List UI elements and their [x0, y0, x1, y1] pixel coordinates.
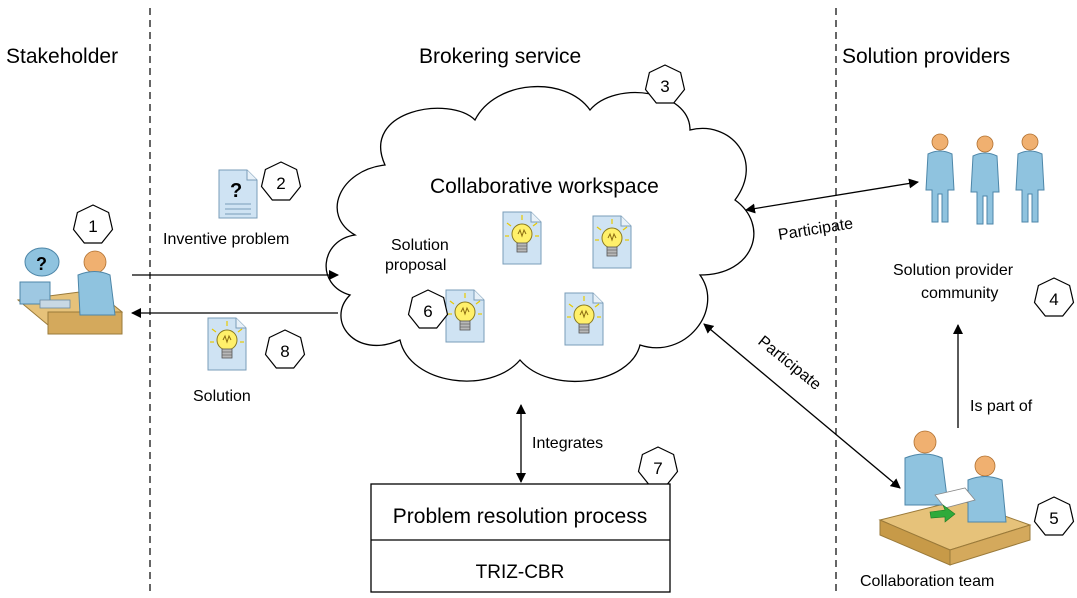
- integrates-label: Integrates: [532, 435, 603, 452]
- lane-heading-brokering: Brokering service: [419, 45, 581, 68]
- cloud-title: Collaborative workspace: [430, 175, 659, 198]
- step-badge-2: 2: [260, 161, 302, 201]
- arrow-participate-team: [703, 323, 901, 489]
- svg-text:?: ?: [230, 180, 242, 202]
- step-badge-5: 5: [1033, 496, 1075, 536]
- svg-text:6: 6: [423, 302, 432, 321]
- community-label-1: Solution provider: [893, 262, 1014, 279]
- stakeholder-icon: ?: [16, 247, 124, 335]
- svg-text:7: 7: [653, 459, 662, 478]
- step-badge-6: 6: [407, 289, 449, 329]
- svg-text:4: 4: [1049, 290, 1058, 309]
- solution-bulb-icon: [592, 215, 632, 269]
- collaboration-team-label: Collaboration team: [860, 573, 994, 590]
- solution-document-icon: [207, 317, 247, 371]
- svg-text:5: 5: [1049, 509, 1058, 528]
- solution-bulb-icon: [445, 289, 485, 343]
- solution-proposal-label-1: Solution: [391, 237, 449, 254]
- inventive-problem-label: Inventive problem: [163, 231, 289, 248]
- arrow-participate-community: [745, 178, 919, 214]
- step-badge-4: 4: [1033, 277, 1075, 317]
- lane-heading-providers: Solution providers: [842, 45, 1010, 68]
- collaboration-team-icon: [878, 430, 1032, 566]
- problem-document-icon: ?: [218, 169, 258, 219]
- solution-proposal-label-2: proposal: [385, 257, 446, 274]
- solution-bulb-icon: [564, 292, 604, 346]
- solution-provider-community-icon: [925, 133, 1045, 225]
- participate-label-top: Participate: [777, 215, 854, 244]
- step-badge-1: 1: [72, 204, 114, 244]
- process-title: Problem resolution process: [393, 505, 647, 528]
- community-label-2: community: [921, 285, 998, 302]
- is-part-of-label: Is part of: [970, 398, 1033, 415]
- lane-heading-stakeholder: Stakeholder: [6, 45, 118, 68]
- participate-label-bottom: Participate: [754, 333, 824, 394]
- step-badge-7: 7: [637, 446, 679, 486]
- problem-resolution-process-box: [370, 483, 671, 593]
- step-badge-3: 3: [644, 64, 686, 104]
- step-badge-8: 8: [264, 329, 306, 369]
- svg-text:3: 3: [660, 77, 669, 96]
- process-method: TRIZ-CBR: [476, 562, 565, 583]
- svg-text:1: 1: [88, 217, 97, 236]
- svg-text:8: 8: [280, 342, 289, 361]
- solution-label: Solution: [193, 388, 251, 405]
- svg-text:?: ?: [36, 254, 47, 274]
- solution-bulb-icon: [502, 211, 542, 265]
- svg-text:2: 2: [276, 174, 285, 193]
